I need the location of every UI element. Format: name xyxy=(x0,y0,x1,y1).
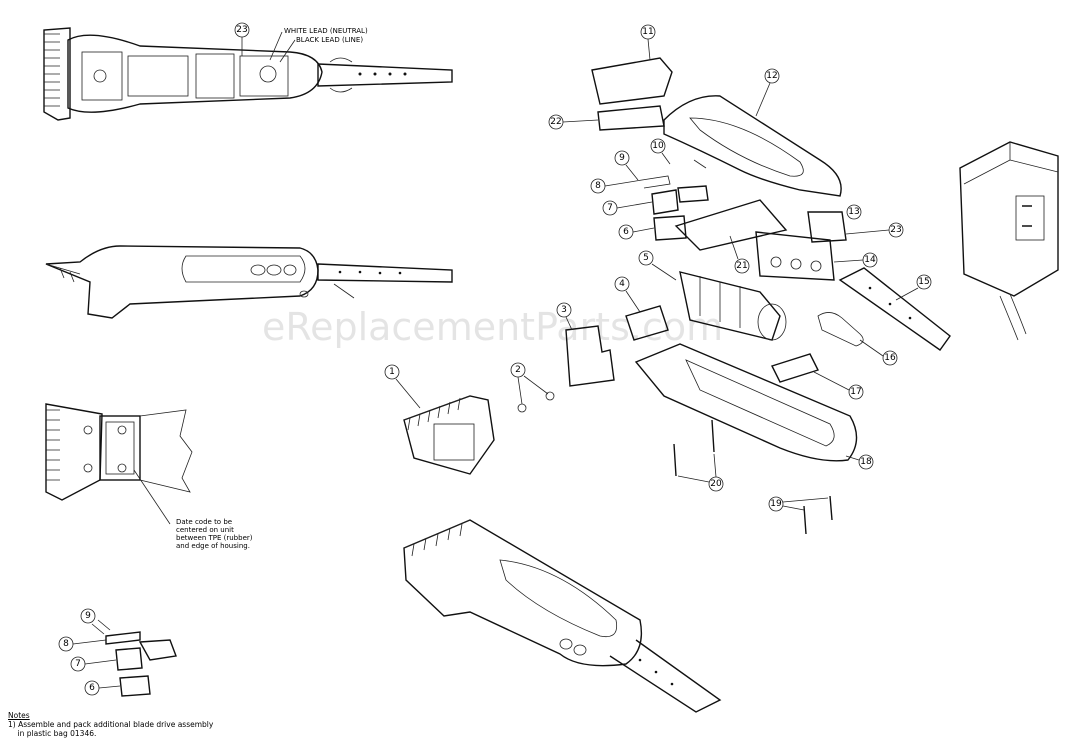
black-lead-label: BLACK LEAD (LINE) xyxy=(296,36,363,44)
callout-15: 15 xyxy=(918,277,929,287)
clipper-top-view: WHITE LEAD (NEUTRAL) BLACK LEAD (LINE) 2… xyxy=(43,22,453,121)
callout-6: 6 xyxy=(623,227,629,237)
callout-d8: 8 xyxy=(63,639,69,649)
date-code-line-4: and edge of housing. xyxy=(176,542,250,550)
notes-item-2: in plastic bag 01346. xyxy=(8,729,97,738)
callout-19: 19 xyxy=(770,499,782,509)
callout-2: 2 xyxy=(515,365,521,375)
notes-item-1: 1) Assemble and pack additional blade dr… xyxy=(8,720,214,729)
callout-top-23: 23 xyxy=(236,25,247,35)
clipper-side-view xyxy=(45,245,453,319)
callout-12: 12 xyxy=(766,71,777,81)
callout-3: 3 xyxy=(561,305,567,315)
callout-8: 8 xyxy=(595,181,601,191)
callout-13: 13 xyxy=(848,207,859,217)
watermark: eReplacementParts.com xyxy=(262,305,723,349)
notes-section: Notes 1) Assemble and pack additional bl… xyxy=(8,711,213,738)
callout-5: 5 xyxy=(643,253,649,263)
callout-22: 22 xyxy=(550,117,561,127)
callout-17: 17 xyxy=(850,387,861,397)
white-lead-label: WHITE LEAD (NEUTRAL) xyxy=(284,27,368,35)
callout-23: 23 xyxy=(890,225,901,235)
blade-closeup: Date code to be centered on unit between… xyxy=(45,403,255,550)
callout-20: 20 xyxy=(710,479,722,489)
callout-18: 18 xyxy=(860,457,872,467)
date-code-line-3: between TPE (rubber) xyxy=(176,534,253,542)
callout-d7: 7 xyxy=(75,659,81,669)
exploded-view: 11 22 12 10 9 8 7 6 xyxy=(384,24,951,535)
date-code-note: Date code to be centered on unit between… xyxy=(176,518,255,550)
callout-d6: 6 xyxy=(89,683,95,693)
callout-4: 4 xyxy=(619,279,625,289)
callout-21: 21 xyxy=(736,261,747,271)
callout-d9: 9 xyxy=(85,611,91,621)
callout-1: 1 xyxy=(389,367,395,377)
power-adapter xyxy=(959,141,1059,341)
date-code-line-2: centered on unit xyxy=(176,526,234,534)
blade-drive-assembly-spare: 9 8 7 6 xyxy=(58,608,177,697)
callout-9: 9 xyxy=(619,153,625,163)
notes-title: Notes xyxy=(8,711,30,720)
clipper-assembled xyxy=(403,519,722,713)
callout-7: 7 xyxy=(607,203,613,213)
date-code-line-1: Date code to be xyxy=(176,518,232,526)
callout-14: 14 xyxy=(864,255,876,265)
callout-11: 11 xyxy=(642,27,653,37)
callout-10: 10 xyxy=(652,141,664,151)
callout-16: 16 xyxy=(884,353,896,363)
